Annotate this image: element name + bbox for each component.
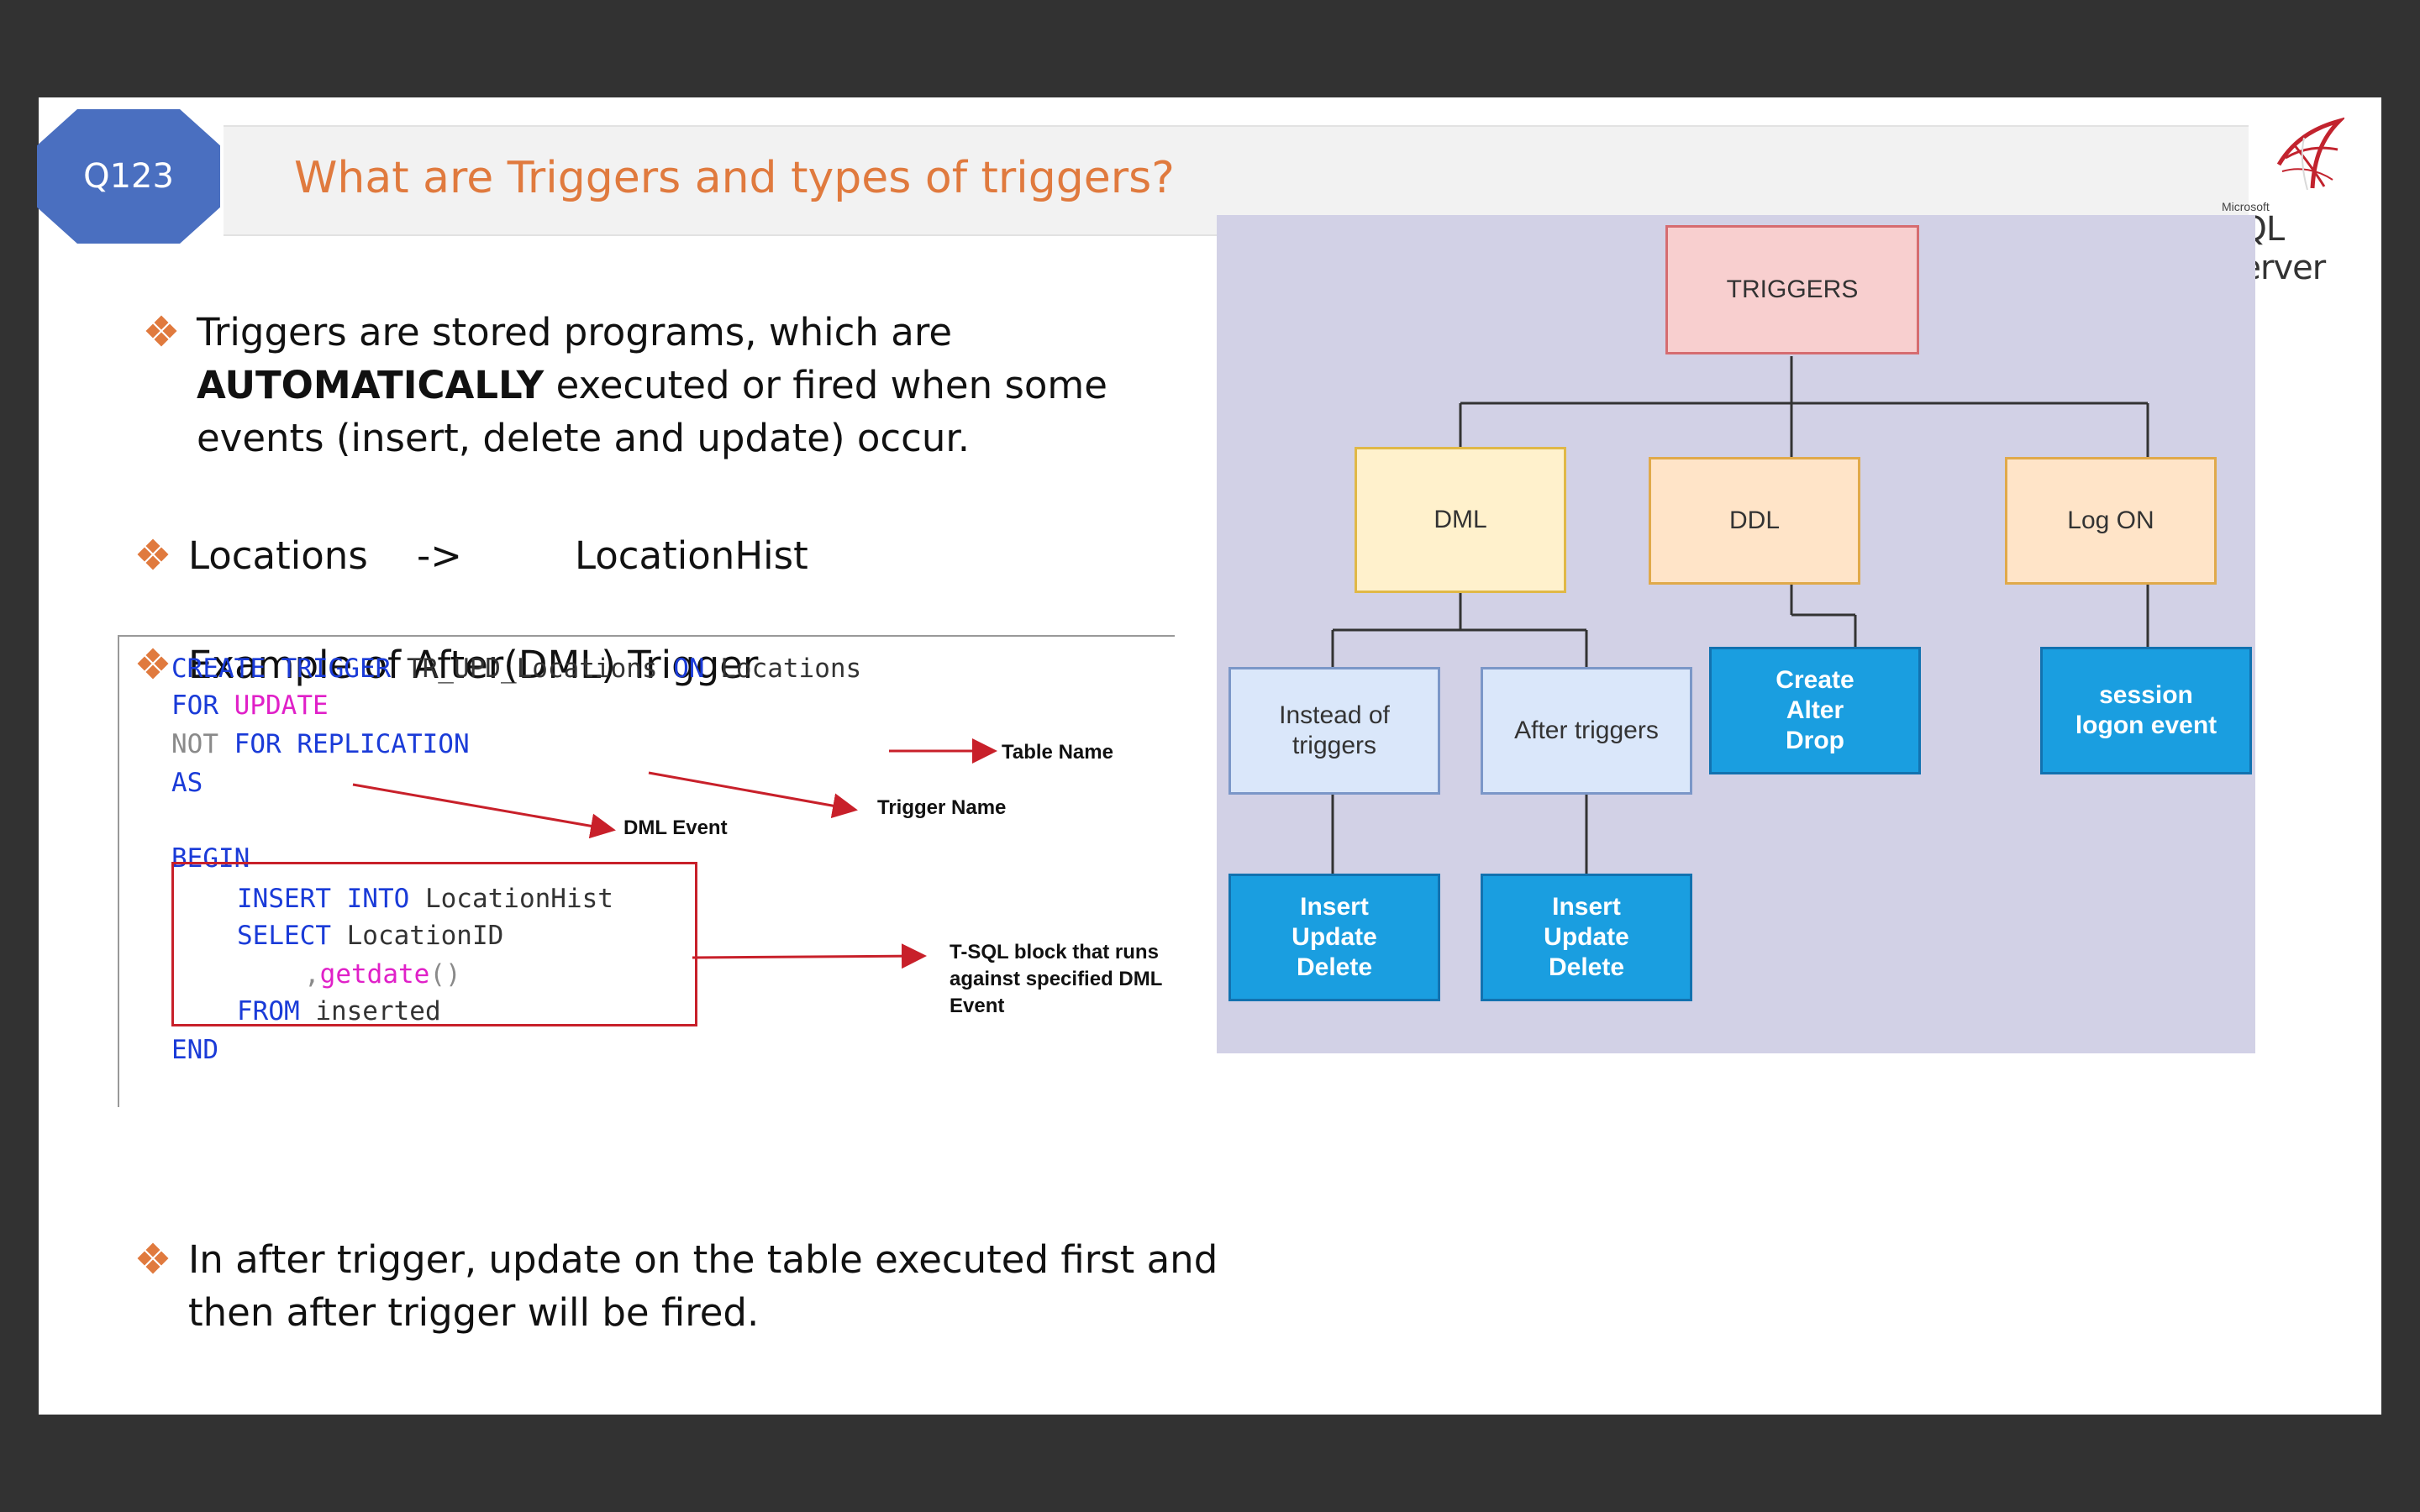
- dml-event-arrow: [352, 783, 616, 839]
- code-column: LocationID: [330, 921, 504, 951]
- code-panel: CREATE TRIGGER TR_UPD_Locations ON Locat…: [118, 635, 1175, 1107]
- node-dml: DML: [1355, 447, 1566, 593]
- code-trigger-name: TR_UPD_Locations: [391, 654, 674, 684]
- code-function: getdate: [319, 959, 430, 990]
- code-table: inserted: [299, 996, 441, 1026]
- bullet1-line2: executed or fired when some: [544, 363, 1107, 407]
- code-keyword-not: NOT: [171, 729, 218, 759]
- node-op-insert: Insert: [1552, 893, 1621, 921]
- trigger-types-diagram: TRIGGERS DML DDL Log ON Instead of trigge…: [1217, 215, 2255, 1053]
- annotation-tsql-line1: T-SQL block that runs: [950, 941, 1159, 963]
- node-ddl-drop: Drop: [1785, 727, 1844, 754]
- node-op-delete: Delete: [1296, 953, 1373, 981]
- code-line-7: SELECT LocationID: [237, 917, 503, 954]
- annotation-table-name: Table Name: [1002, 741, 1113, 764]
- code-line-9: FROM inserted: [237, 993, 441, 1030]
- node-ddl: DDL: [1649, 457, 1860, 585]
- code-line-10: END: [171, 1035, 218, 1065]
- code-comma: ,: [304, 959, 320, 990]
- code-event: UPDATE: [218, 690, 329, 721]
- code-line-6: INSERT INTO LocationHist: [237, 880, 613, 917]
- bullet1-line1: Triggers are stored programs, which are: [197, 310, 953, 354]
- slide-title: What are Triggers and types of triggers?: [294, 153, 1175, 203]
- node-after-triggers: After triggers: [1481, 667, 1692, 795]
- node-triggers: TRIGGERS: [1665, 225, 1919, 354]
- node-logon-line2: logon event: [2075, 711, 2217, 739]
- code-line-8: ,getdate(): [304, 956, 461, 993]
- node-op-update: Update: [1292, 923, 1377, 951]
- diagram-connectors: [1331, 356, 2149, 874]
- node-logon: Log ON: [2005, 457, 2217, 585]
- bullet-arrow: ->: [417, 533, 462, 578]
- node-ddl-alter: Alter: [1786, 696, 1844, 724]
- code-keyword: CREATE TRIGGER: [171, 654, 392, 684]
- trigger-name-arrow: [648, 771, 858, 819]
- code-keyword: FOR: [171, 690, 218, 721]
- code-line-1: CREATE TRIGGER TR_UPD_Locations ON Locat…: [171, 650, 861, 687]
- node-instead-line2: triggers: [1292, 732, 1377, 759]
- code-line-4: AS: [171, 768, 203, 798]
- node-op-insert: Insert: [1300, 893, 1369, 921]
- code-table: LocationHist: [409, 884, 613, 914]
- annotation-trigger-name: Trigger Name: [877, 796, 1007, 819]
- code-keyword: INSERT INTO: [237, 884, 410, 914]
- bullet4-line2: then after trigger will be fired.: [188, 1290, 760, 1335]
- bullet-diamond-icon: [137, 538, 169, 570]
- bullet-example-heading: Example of After(DML) Trigger: [188, 643, 759, 687]
- bullet-diamond-icon: [137, 1242, 169, 1274]
- node-logon-line1: session: [2099, 681, 2193, 709]
- bullet-after-trigger-note: In after trigger, update on the table ex…: [188, 1233, 1281, 1339]
- tsql-arrow: [692, 943, 927, 969]
- bullet-text-triggers-definition: Triggers are stored programs, which are …: [197, 306, 1205, 465]
- node-op-update: Update: [1544, 923, 1629, 951]
- sql-server-icon: [2276, 117, 2344, 191]
- code-table: Locations: [704, 654, 862, 684]
- node-op-delete: Delete: [1548, 953, 1625, 981]
- annotation-tsql-block: T-SQL block that runs against specified …: [950, 939, 1162, 1020]
- tsql-highlight-box: [171, 862, 697, 1026]
- question-badge: Q123: [37, 109, 220, 244]
- bullet-diamond-icon: [137, 648, 169, 680]
- bullet-diamond-icon: [145, 315, 177, 347]
- code-line-3: NOT FOR REPLICATION: [171, 726, 470, 763]
- bullet4-line1: In after trigger, update on the table ex…: [188, 1237, 1218, 1282]
- node-ddl-create: Create: [1776, 666, 1854, 694]
- node-instead-of: Instead of triggers: [1228, 667, 1440, 795]
- logo-microsoft-label: Microsoft: [2222, 200, 2270, 213]
- code-keyword: FOR REPLICATION: [218, 729, 470, 759]
- node-instead-line1: Instead of: [1279, 701, 1390, 729]
- bullet1-line3: events (insert, delete and update) occur…: [197, 416, 971, 460]
- code-keyword: ON: [673, 654, 705, 684]
- annotation-tsql-line2: against specified DML: [950, 968, 1163, 990]
- code-keyword: FROM: [237, 996, 300, 1026]
- code-line-5: BEGIN: [171, 843, 250, 874]
- annotation-dml-event: DML Event: [623, 816, 728, 839]
- code-line-2: FOR UPDATE: [171, 687, 329, 724]
- bullet-locations: Locations: [188, 533, 368, 578]
- code-paren: (): [429, 959, 461, 990]
- bullet1-bold: AUTOMATICALLY: [197, 363, 544, 407]
- bullet-locationhist: LocationHist: [575, 533, 808, 578]
- annotation-tsql-line3: Event: [950, 995, 1005, 1017]
- code-keyword: SELECT: [237, 921, 331, 951]
